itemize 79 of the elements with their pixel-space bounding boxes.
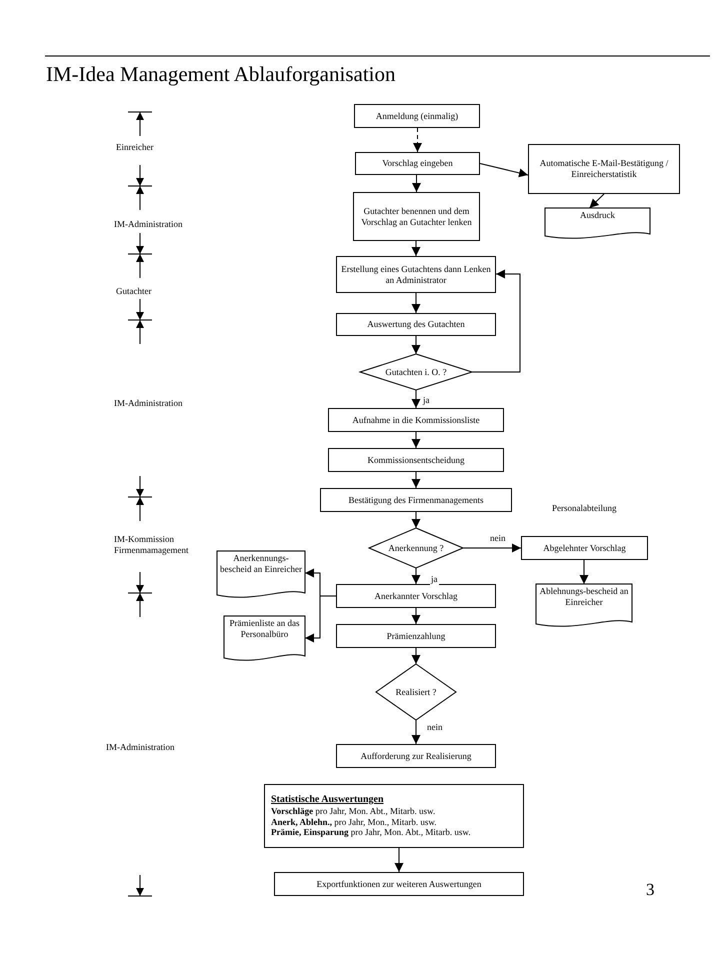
arrow — [412, 432, 420, 448]
box-text: Ablehnungs-bescheid an Einreicher — [538, 586, 630, 608]
box-text: Prämienzahlung — [386, 630, 446, 642]
decision-diamond — [360, 354, 472, 390]
box-text: Bestätigung des Firmenmanagements — [348, 494, 484, 506]
process-box — [336, 313, 496, 336]
box-text: Ausdruck — [579, 210, 616, 221]
process-box — [328, 448, 504, 472]
box-text: Vorschlag eingeben — [381, 158, 454, 169]
box-text: Prämie, Einsparung pro Jahr, Mon. Abt., Mitarb. usw. — [271, 827, 471, 838]
box-text: Aufforderung zur Realisierung — [360, 750, 472, 762]
box-text: Anerk, Ablehn., pro Jahr, Mon., Mitarb. usw. — [271, 816, 437, 828]
decision-diamond — [376, 664, 456, 720]
box-text: Anerkennung ? — [387, 542, 445, 554]
arrow — [589, 194, 604, 208]
box-text: Prämienliste an das Personalbüro — [228, 618, 300, 640]
document-shape — [545, 208, 650, 240]
role-label: Gutachter — [116, 286, 152, 297]
box-text: Kommissionsentscheidung — [366, 454, 466, 466]
arrow — [412, 608, 420, 624]
arrow — [412, 240, 420, 256]
box-text: Vorschläge pro Jahr, Mon. Abt., Mitarb. usw. — [271, 806, 436, 817]
process-box — [274, 872, 524, 896]
process-box — [354, 104, 480, 128]
box-text: Anmeldung (einmalig) — [374, 110, 460, 122]
document-shape — [217, 551, 305, 599]
process-box — [355, 152, 480, 175]
edge-label: nein — [489, 534, 506, 544]
arrow — [412, 720, 420, 744]
process-box — [336, 584, 496, 608]
process-box — [264, 784, 524, 848]
role-label: IM-Administration — [114, 398, 182, 409]
document-shape — [224, 616, 305, 662]
document-shape — [536, 584, 632, 628]
arrow — [462, 544, 522, 552]
arrow — [472, 270, 520, 372]
arrow — [412, 292, 420, 314]
box-text: Erstellung eines Gutachtens dann Lenken an Administrator — [340, 264, 492, 286]
arrow — [412, 336, 420, 354]
process-box — [328, 408, 504, 432]
page-number: 3 — [646, 880, 654, 900]
role-label: IM-Kommission Firmenmamagement — [114, 534, 190, 556]
arrow — [412, 568, 420, 584]
box-text: Anerkannter Vorschlag — [374, 590, 458, 602]
box-heading: Statistische Auswertungen — [271, 794, 384, 806]
process-box — [336, 744, 496, 768]
arrow — [413, 128, 422, 152]
decision-diamond — [369, 528, 463, 568]
process-box — [336, 256, 496, 293]
box-text: Realisiert ? — [394, 686, 438, 698]
arrow — [412, 390, 420, 408]
process-box — [353, 192, 480, 241]
process-box — [528, 144, 680, 194]
box-text: Exportfunktionen zur weiteren Auswertungen — [316, 878, 482, 890]
page-title: IM-Idea Management Ablauforganisation — [46, 62, 396, 87]
arrow — [394, 848, 404, 872]
arrow — [412, 512, 420, 528]
role-label: Einreicher — [116, 142, 154, 153]
box-text: Gutachten i. O. ? — [384, 366, 448, 378]
edge-label: ja — [422, 396, 430, 406]
process-box — [336, 624, 496, 648]
box-text: Abgelehnter Vorschlag — [542, 542, 627, 554]
box-text: Aufnahme in die Kommissionsliste — [351, 414, 481, 426]
box-text: Anerkennungs-bescheid an Einreicher — [219, 553, 303, 575]
role-label: IM-Administration — [114, 219, 182, 230]
arrow — [480, 163, 528, 178]
arrow — [412, 472, 420, 488]
department-label: Personalabteilung — [552, 503, 616, 514]
arrow — [412, 174, 421, 192]
process-box — [320, 488, 512, 512]
box-text: Automatische E-Mail-Bestätigung / Einreicherstatistik — [538, 158, 670, 180]
arrow — [412, 648, 420, 664]
edge-label: nein — [426, 723, 444, 733]
role-label: IM-Administration — [106, 742, 174, 753]
box-text: Auswertung des Gutachten — [366, 319, 466, 330]
arrow — [580, 560, 588, 584]
edge-label: ja — [430, 575, 438, 585]
process-box — [521, 536, 648, 560]
box-text: Gutachter benennen und dem Vorschlag an Gutachter lenken — [360, 206, 473, 228]
